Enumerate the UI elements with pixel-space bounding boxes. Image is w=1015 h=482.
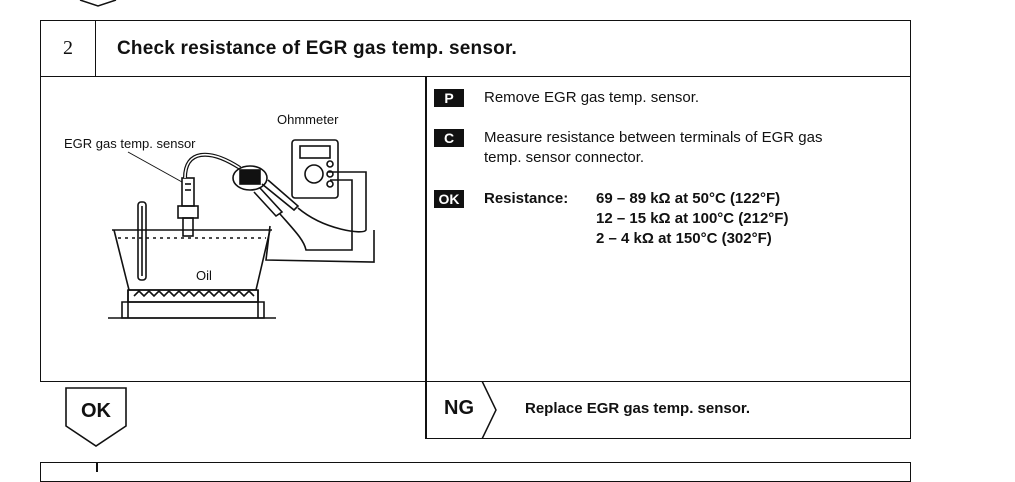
next-step-divider (96, 462, 98, 472)
ng-label: NG (444, 397, 474, 419)
ok-flow-arrow (65, 387, 127, 447)
ng-box (425, 381, 911, 439)
ohmmeter-label: Ohmmeter (277, 112, 339, 127)
ng-action: Replace EGR gas temp. sensor. (525, 400, 751, 417)
egr-sensor-test-illustration (108, 139, 375, 319)
instruction-measure-line2: temp. sensor connector. (484, 149, 645, 166)
step-number: 2 (63, 37, 73, 59)
step-number-box (40, 20, 96, 77)
oil-label: Oil (196, 268, 212, 283)
badge-c: C (434, 129, 464, 147)
next-step-frame (40, 462, 911, 482)
instruction-remove: Remove EGR gas temp. sensor. (484, 89, 700, 106)
badge-ok: OK (434, 190, 464, 208)
instruction-measure-line1: Measure resistance between terminals of … (484, 129, 823, 146)
column-divider (425, 76, 427, 439)
resistance-value-150c: 2 – 4 kΩ at 150°C (302°F) (596, 230, 772, 247)
flow-arrow-top (79, 0, 117, 7)
resistance-value-100c: 12 – 15 kΩ at 100°C (212°F) (596, 210, 789, 227)
step-title: Check resistance of EGR gas temp. sensor… (117, 38, 517, 59)
badge-p: P (434, 89, 464, 107)
ng-chevron (481, 381, 497, 439)
ok-label: OK (81, 400, 111, 422)
resistance-value-50c: 69 – 89 kΩ at 50°C (122°F) (596, 190, 781, 207)
sensor-label: EGR gas temp. sensor (64, 136, 196, 151)
resistance-label: Resistance: (484, 190, 569, 207)
